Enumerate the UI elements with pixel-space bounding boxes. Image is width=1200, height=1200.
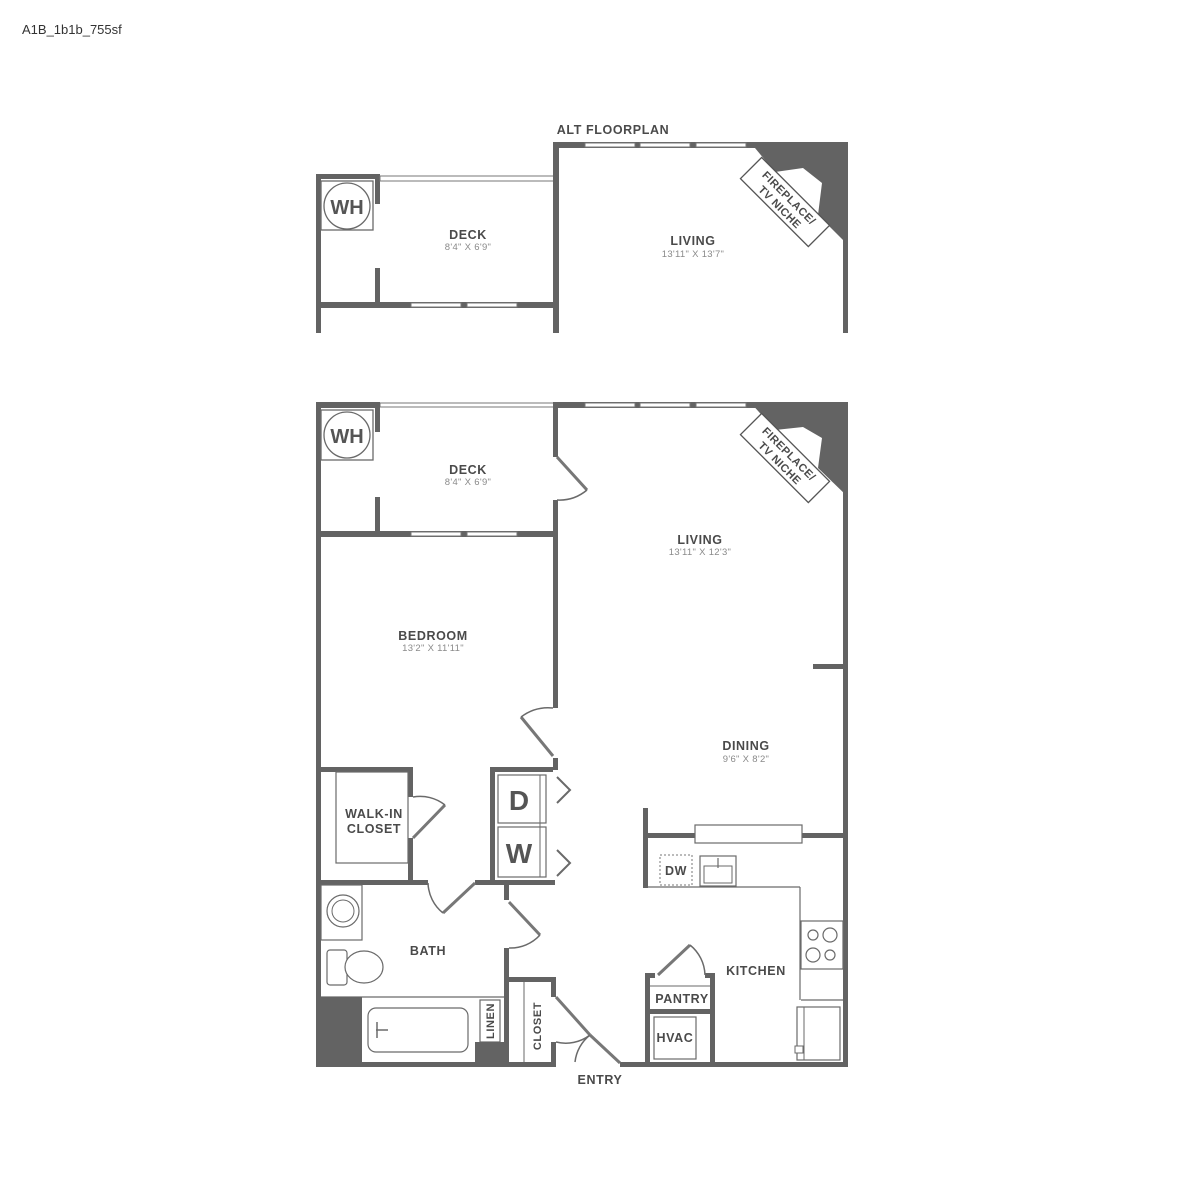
dryer-label: D	[509, 785, 529, 816]
dining-label: DINING	[722, 739, 769, 753]
dining-dims: 9'6" X 8'2"	[723, 754, 769, 765]
alt-deck-dims: 8'4" X 6'9"	[445, 242, 491, 253]
dishwasher-label: DW	[665, 864, 687, 878]
floorplan-id-label: A1B_1b1b_755sf	[22, 22, 122, 37]
alt-living-label: LIVING	[670, 234, 715, 248]
entry-label: ENTRY	[578, 1073, 623, 1087]
walk-in-closet-label-line2: CLOSET	[347, 822, 401, 836]
living-label: LIVING	[677, 533, 722, 547]
water-heater-label: WH	[330, 426, 363, 448]
walk-in-closet-label-line1: WALK-IN	[345, 807, 403, 821]
main-floorplan: WH WALK-IN CLOSET	[316, 402, 848, 1087]
bedroom-dims: 13'2" X 11'11"	[402, 643, 464, 654]
closet-label: CLOSET	[532, 1002, 544, 1050]
deck-dims: 8'4" X 6'9"	[445, 477, 491, 488]
alt-floorplan: ALT FLOORPLAN WH DECK 8'4" X 6'9" LIVING…	[316, 123, 848, 333]
alt-deck-label: DECK	[449, 228, 487, 242]
bedroom-label: BEDROOM	[398, 629, 467, 643]
washer-label: W	[506, 838, 533, 869]
alt-living-dims: 13'11" X 13'7"	[662, 249, 724, 260]
alt-floorplan-title: ALT FLOORPLAN	[557, 123, 669, 137]
kitchen-label: KITCHEN	[726, 964, 786, 978]
hvac-label: HVAC	[657, 1031, 694, 1045]
pantry-label: PANTRY	[655, 992, 709, 1006]
alt-water-heater-label: WH	[330, 197, 363, 219]
living-dims: 13'11" X 12'3"	[669, 547, 731, 558]
bath-label: BATH	[410, 944, 446, 958]
deck-label: DECK	[449, 463, 487, 477]
linen-label: LINEN	[485, 1003, 497, 1039]
